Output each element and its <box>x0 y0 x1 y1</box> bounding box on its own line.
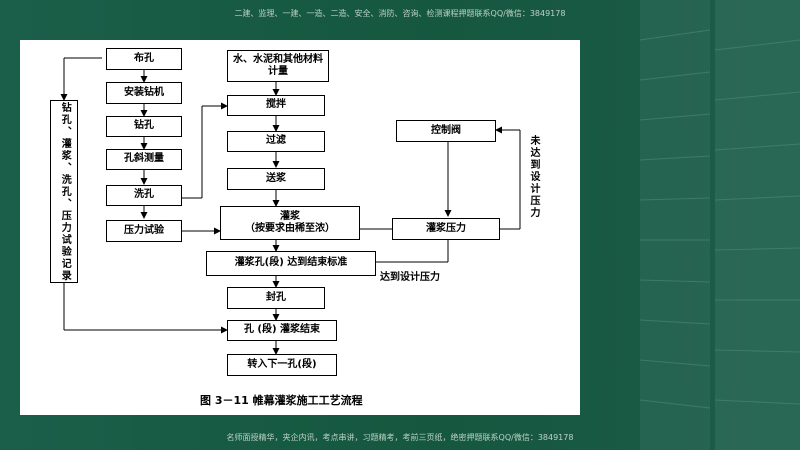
drill-box: 钻孔 <box>106 116 182 137</box>
seal-hole-box: 封孔 <box>227 287 325 309</box>
figure-caption: 图 3－11 帷幕灌浆施工工艺流程 <box>200 394 363 407</box>
record-box: 钻孔、灌浆、洗孔、压力试验记录 <box>50 100 78 283</box>
bu-kong-box: 布孔 <box>106 48 182 70</box>
pressure-test-box: 压力试验 <box>106 220 182 242</box>
control-valve-box: 控制阀 <box>396 120 496 142</box>
footer-watermark-text: 名师面授精华，夹企内讯，考点串讲，习题精考，考前三页纸，绝密押题联系QQ/微信：… <box>226 433 574 442</box>
record-label: 钻孔、灌浆、洗孔、压力试验记录 <box>59 101 71 282</box>
flowchart-connectors <box>60 57 521 355</box>
material-box: 水、水泥和其他材料 计量 <box>227 50 329 82</box>
filter-box: 过滤 <box>227 131 325 152</box>
mix-box: 搅拌 <box>227 95 325 116</box>
grout-pressure-box: 灌浆压力 <box>392 218 500 240</box>
grouting-box: 灌浆 （按要求由稀至浓） <box>220 206 360 240</box>
reached-label: 达到设计压力 <box>380 272 440 283</box>
header-watermark-text: 二建、监理、一建、一造、二造、安全、消防、咨询、检测课程押题联系QQ/微信：38… <box>234 9 566 18</box>
finish-box: 孔 (段) 灌浆结束 <box>227 320 337 341</box>
flowchart-panel: 布孔 安装钻机 钻孔 孔斜测量 洗孔 压力试验 钻孔、灌浆、洗孔、压力试验记录 … <box>20 40 580 415</box>
reach-standard-box: 灌浆孔(段) 达到结束标准 <box>206 251 376 276</box>
feed-box: 送浆 <box>227 168 325 190</box>
not-reached-label: 未达到设计压力 <box>528 135 539 219</box>
install-drill-box: 安装钻机 <box>106 82 182 104</box>
next-hole-box: 转入下一孔(段) <box>227 354 337 376</box>
building-background-graphic <box>639 0 800 450</box>
wash-hole-box: 洗孔 <box>106 185 182 206</box>
slope-measure-box: 孔斜测量 <box>106 149 182 170</box>
